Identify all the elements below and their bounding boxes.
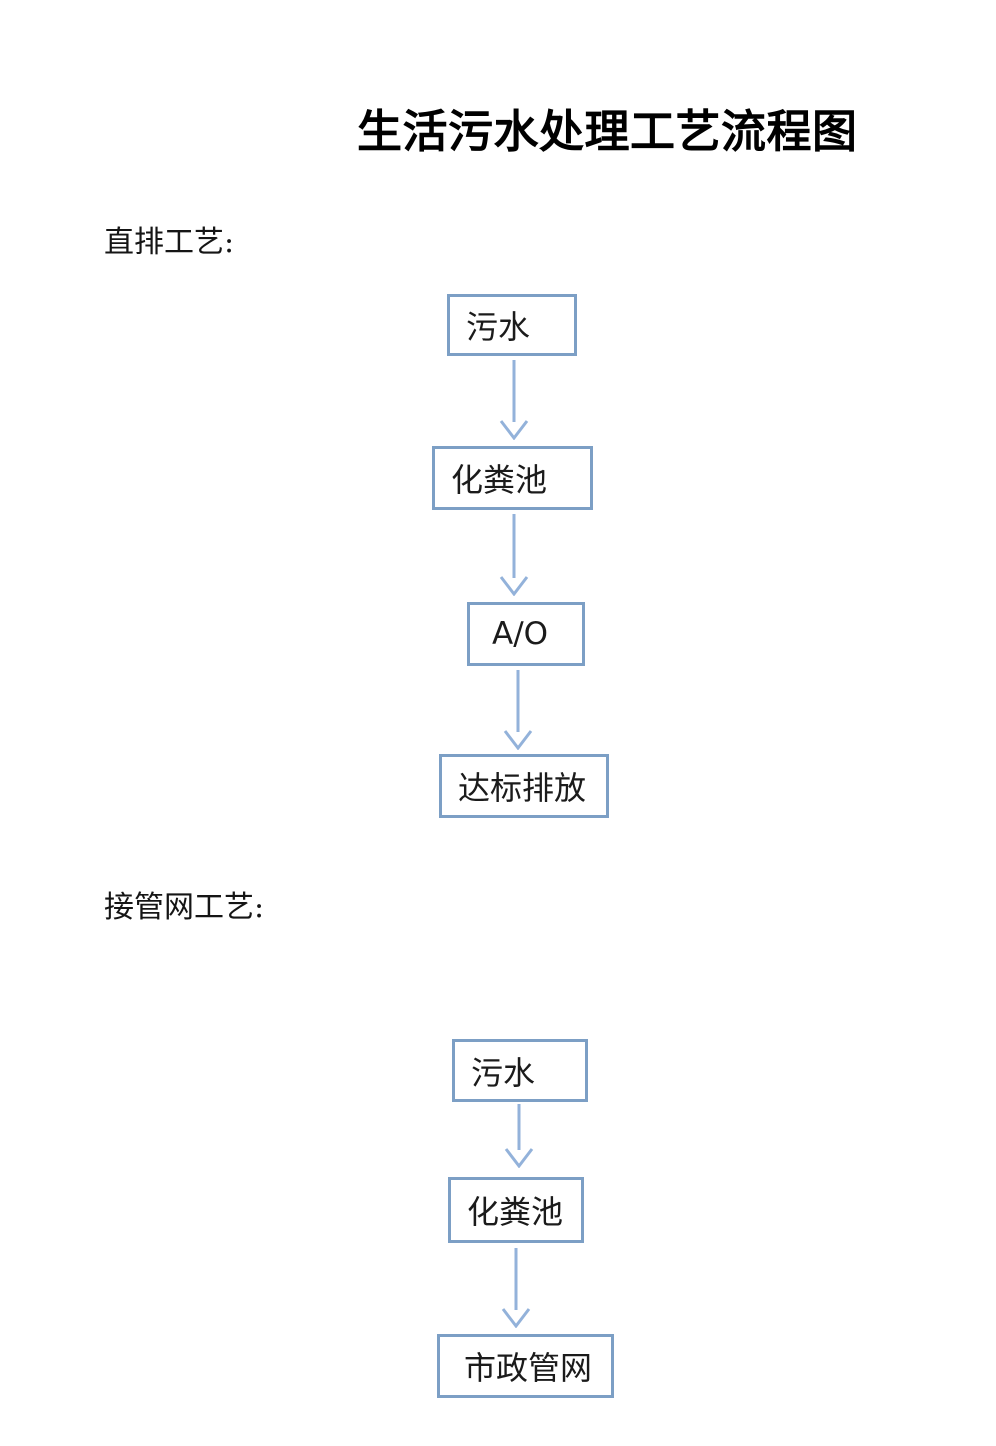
flow-node-sewage: 污水 — [447, 294, 577, 356]
section-label-direct-discharge: 直排工艺: — [104, 225, 235, 260]
flow-node-sewage: 污水 — [452, 1039, 588, 1102]
down-arrow — [501, 1248, 531, 1328]
flow-node-septic-tank: 化粪池 — [448, 1177, 584, 1243]
down-arrow — [504, 1104, 534, 1168]
flow-node-septic-tank: 化粪池 — [432, 446, 593, 510]
down-arrow — [499, 360, 529, 440]
section-label-pipe-network: 接管网工艺: — [104, 890, 265, 925]
down-arrow — [499, 514, 529, 596]
page-title: 生活污水处理工艺流程图 — [357, 105, 858, 158]
flow-node-ao-process: A/O — [467, 602, 585, 666]
down-arrow — [503, 670, 533, 750]
flow-node-municipal-network: 市政管网 — [437, 1334, 614, 1398]
flow-node-compliant-discharge: 达标排放 — [439, 754, 609, 818]
